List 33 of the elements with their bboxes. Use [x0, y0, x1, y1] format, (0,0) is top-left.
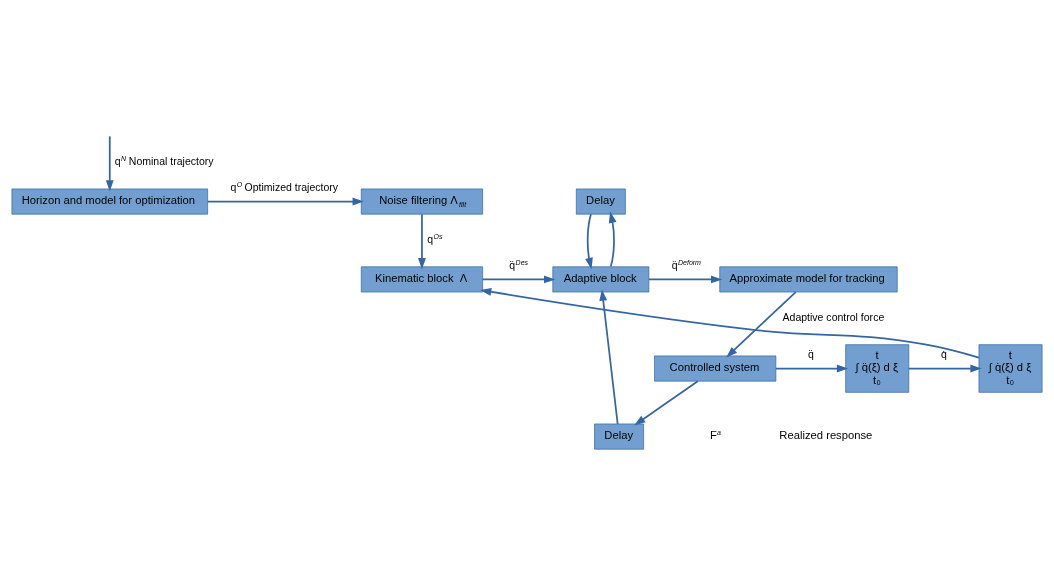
edge-label: q̈ [807, 348, 814, 361]
arrow [480, 288, 980, 359]
node-box: Horizon and model for optimization [11, 188, 208, 215]
arrow [648, 275, 723, 284]
arrow [634, 380, 699, 426]
arrow [585, 213, 593, 270]
edge-label: q̈$^{Deform}$ [671, 258, 701, 271]
arrow [907, 364, 982, 373]
node-box: Approximate model for tracking [719, 266, 898, 293]
node-box: Noise filtering Λ$_{filt}$ [360, 188, 483, 215]
arrow [599, 289, 619, 425]
edge-label: Adaptive control force [782, 311, 885, 324]
node-box: Delay [594, 423, 644, 450]
edge-label: q̈$^{Des}$ [509, 258, 529, 271]
node-box: Kinematic block Λ [360, 266, 483, 293]
edge-label: q$^{N}$ Nominal trajectory [114, 154, 214, 167]
node-box: t ∫ q̇(ξ) d ξ t₀ [978, 344, 1043, 393]
arrow [105, 135, 114, 192]
arrow [726, 291, 797, 358]
edge-label: q̇ [941, 348, 947, 361]
node-box: t ∫ q̈(ξ) d ξ t₀ [845, 344, 910, 393]
label: F$^{a}$ [709, 428, 721, 441]
edge-label: q$^{Os}$ [427, 232, 443, 245]
label: Realized response [779, 429, 873, 442]
arrow [206, 197, 364, 206]
arrow [775, 364, 849, 373]
node-box: Delay [575, 188, 626, 215]
node-box: Controlled system [654, 355, 777, 382]
arrow [418, 213, 426, 270]
arrow [608, 211, 617, 268]
node-box: Adaptive block [552, 266, 650, 293]
edge-label: q$^{O}$ Optimized trajectory [230, 180, 339, 193]
arrow [481, 275, 556, 284]
